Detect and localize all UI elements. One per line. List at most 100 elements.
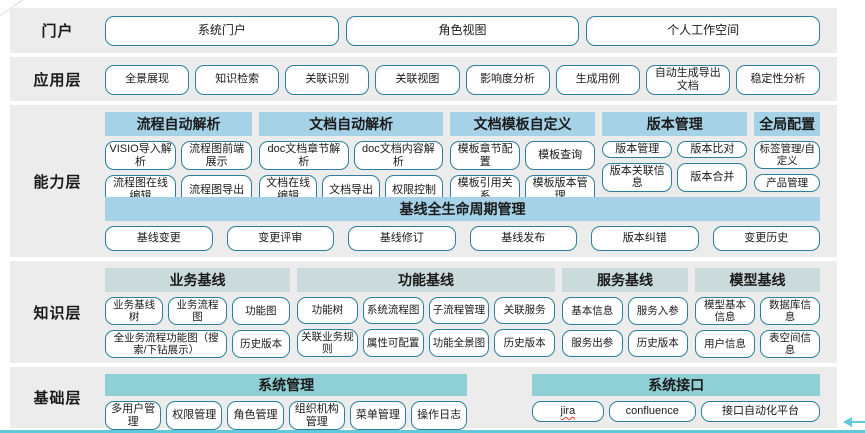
foundation-gap xyxy=(474,374,525,422)
group-buttons-row: 多用户管理权限管理角色管理组织机构管理菜单管理操作日志 xyxy=(105,401,468,431)
layer-label-capability: 能力层 xyxy=(33,173,82,191)
item-button[interactable]: 自动生成导出文档 xyxy=(645,64,730,95)
item-button[interactable]: VISIO导入解析 xyxy=(105,141,177,171)
baseline-lifecycle-header: 基线全生命周期管理 xyxy=(105,197,820,221)
item-button[interactable]: 影响度分析 xyxy=(465,64,550,95)
item-button[interactable]: 模板查询 xyxy=(525,141,596,171)
group-buttons-row: 流程图在线编辑流程图导出 xyxy=(105,175,253,205)
item-button[interactable]: 流程图前端展示 xyxy=(181,141,253,171)
item-button[interactable]: doc文档内容解析 xyxy=(353,141,444,171)
item-button[interactable]: 操作日志 xyxy=(411,401,468,431)
item-button[interactable]: 角色视图 xyxy=(345,16,580,46)
item-button[interactable]: 产品管理 xyxy=(754,174,820,192)
item-button[interactable]: 数据库信息 xyxy=(760,297,820,326)
item-button[interactable]: 属性可配置 xyxy=(362,328,424,357)
group-version-management: 版本管理 版本管理版本比对 版本关联信息版本合并 xyxy=(602,112,748,192)
group-header: 服务基线 xyxy=(562,268,688,292)
portal-buttons-row: 系统门户角色视图个人工作空间 xyxy=(105,15,821,47)
item-button[interactable]: 关联业务规则 xyxy=(297,328,358,357)
item-button[interactable]: 模板引用关系 xyxy=(450,175,521,205)
item-button[interactable]: 角色管理 xyxy=(227,401,284,431)
item-button[interactable]: 组织机构管理 xyxy=(288,401,345,431)
group-buttons-row: 模板引用关系模板版本管理 xyxy=(450,175,596,205)
item-button[interactable]: 服务入参 xyxy=(627,297,688,325)
item-button[interactable]: 模板版本管理 xyxy=(525,175,596,205)
item-button[interactable]: 基线发布 xyxy=(469,226,577,251)
item-button[interactable]: 模板章节配置 xyxy=(450,141,521,171)
group-header: 流程自动解析 xyxy=(105,112,253,136)
item-button[interactable]: jira xyxy=(532,401,604,422)
item-button[interactable]: 表空间信息 xyxy=(760,330,820,359)
item-button[interactable]: 权限管理 xyxy=(166,401,223,431)
item-button[interactable]: 基本信息 xyxy=(562,297,623,325)
group-buttons-row: 产品管理 xyxy=(754,174,820,192)
group-model-baseline: 模型基线 模型基本信息数据库信息 用户信息表空间信息 xyxy=(695,268,820,359)
item-button[interactable]: 业务流程图 xyxy=(168,297,227,326)
item-button[interactable]: 历史版本 xyxy=(232,330,290,359)
item-button[interactable]: 多用户管理 xyxy=(105,401,162,431)
layer-band-foundation: 基础层 系统管理 多用户管理权限管理角色管理组织机构管理菜单管理操作日志 系统接… xyxy=(10,367,837,431)
group-buttons-row: 版本管理版本比对 xyxy=(602,141,748,158)
item-button[interactable]: 接口自动化平台 xyxy=(700,401,821,422)
item-button[interactable]: 功能树 xyxy=(297,297,358,324)
item-button[interactable]: 变更评审 xyxy=(226,226,334,251)
item-button[interactable]: 版本比对 xyxy=(677,141,748,158)
item-button[interactable]: 历史版本 xyxy=(627,329,688,357)
item-button[interactable]: 功能图 xyxy=(231,297,290,326)
item-button[interactable]: 版本关联信息 xyxy=(602,162,673,192)
group-function-baseline: 功能基线 功能树系统流程图子流程管理关联服务 关联业务规则属性可配置功能全景图历… xyxy=(297,268,555,357)
item-button[interactable]: 生成用例 xyxy=(555,64,640,95)
group-buttons-row: 业务基线树业务流程图功能图 xyxy=(105,297,290,326)
item-button[interactable]: 稳定性分析 xyxy=(735,64,820,95)
item-button[interactable]: 服务出参 xyxy=(562,329,623,357)
group-header: 功能基线 xyxy=(297,268,555,292)
layer-label-knowledge: 知识层 xyxy=(33,304,82,322)
item-button[interactable]: 系统门户 xyxy=(105,16,339,46)
group-header: 文档模板自定义 xyxy=(450,112,596,136)
group-process-auto-parse: 流程自动解析 VISIO导入解析流程图前端展示 流程图在线编辑流程图导出 xyxy=(105,112,253,205)
item-button[interactable]: 变更历史 xyxy=(712,226,820,251)
group-buttons-row: 标签管理/自定义 xyxy=(754,141,820,170)
group-buttons-row: 用户信息表空间信息 xyxy=(695,330,820,359)
group-system-management: 系统管理 多用户管理权限管理角色管理组织机构管理菜单管理操作日志 xyxy=(105,374,468,431)
item-button[interactable]: 系统流程图 xyxy=(362,297,424,324)
item-button[interactable]: 全业务流程功能图（搜索/下钻展示） xyxy=(105,330,228,359)
item-button[interactable]: 业务基线树 xyxy=(105,297,164,326)
item-button[interactable]: 版本合并 xyxy=(677,162,748,192)
item-button[interactable]: 关联服务 xyxy=(494,297,555,324)
group-buttons-row: 模板章节配置模板查询 xyxy=(450,141,596,171)
layer-band-portal: 门户 系统门户角色视图个人工作空间 xyxy=(10,8,837,53)
item-button[interactable]: 子流程管理 xyxy=(428,297,490,324)
item-button[interactable]: 个人工作空间 xyxy=(586,16,821,46)
baseline-buttons-row: 基线变更变更评审基线修订基线发布版本纠错变更历史 xyxy=(105,226,820,251)
item-button[interactable]: 版本纠错 xyxy=(591,226,699,251)
bottom-border-line xyxy=(0,430,865,433)
group-header: 业务基线 xyxy=(105,268,290,292)
item-button[interactable]: 功能全景图 xyxy=(428,328,490,357)
layer-label-application: 应用层 xyxy=(33,71,82,89)
group-buttons-row: 服务出参历史版本 xyxy=(562,329,688,357)
item-button[interactable]: 全景展现 xyxy=(105,64,190,95)
item-button[interactable]: 模型基本信息 xyxy=(695,297,755,326)
group-service-baseline: 服务基线 基本信息服务入参 服务出参历史版本 xyxy=(562,268,688,357)
item-button[interactable]: 用户信息 xyxy=(695,330,755,359)
group-doc-template-custom: 文档模板自定义 模板章节配置模板查询 模板引用关系模板版本管理 xyxy=(450,112,596,205)
item-button[interactable]: 版本管理 xyxy=(602,141,673,158)
item-button[interactable]: 知识检索 xyxy=(195,64,280,95)
item-button[interactable]: 基线变更 xyxy=(105,226,213,251)
layer-band-capability: 能力层 流程自动解析 VISIO导入解析流程图前端展示 流程图在线编辑流程图导出… xyxy=(10,105,837,257)
item-button[interactable]: doc文档章节解析 xyxy=(259,141,349,171)
item-button[interactable]: 标签管理/自定义 xyxy=(754,141,820,170)
group-buttons-row: 功能树系统流程图子流程管理关联服务 xyxy=(297,297,555,324)
item-button[interactable]: 关联识别 xyxy=(285,64,370,95)
item-button[interactable]: 菜单管理 xyxy=(349,401,407,431)
item-button[interactable]: confluence xyxy=(608,401,696,422)
item-button[interactable]: 历史版本 xyxy=(494,328,555,357)
group-header: 系统管理 xyxy=(105,374,468,396)
item-button[interactable]: 关联视图 xyxy=(375,64,460,95)
item-button[interactable]: 基线修订 xyxy=(348,226,456,251)
layer-band-application: 应用层 全景展现知识检索关联识别关联视图影响度分析生成用例自动生成导出文档稳定性… xyxy=(10,57,837,101)
